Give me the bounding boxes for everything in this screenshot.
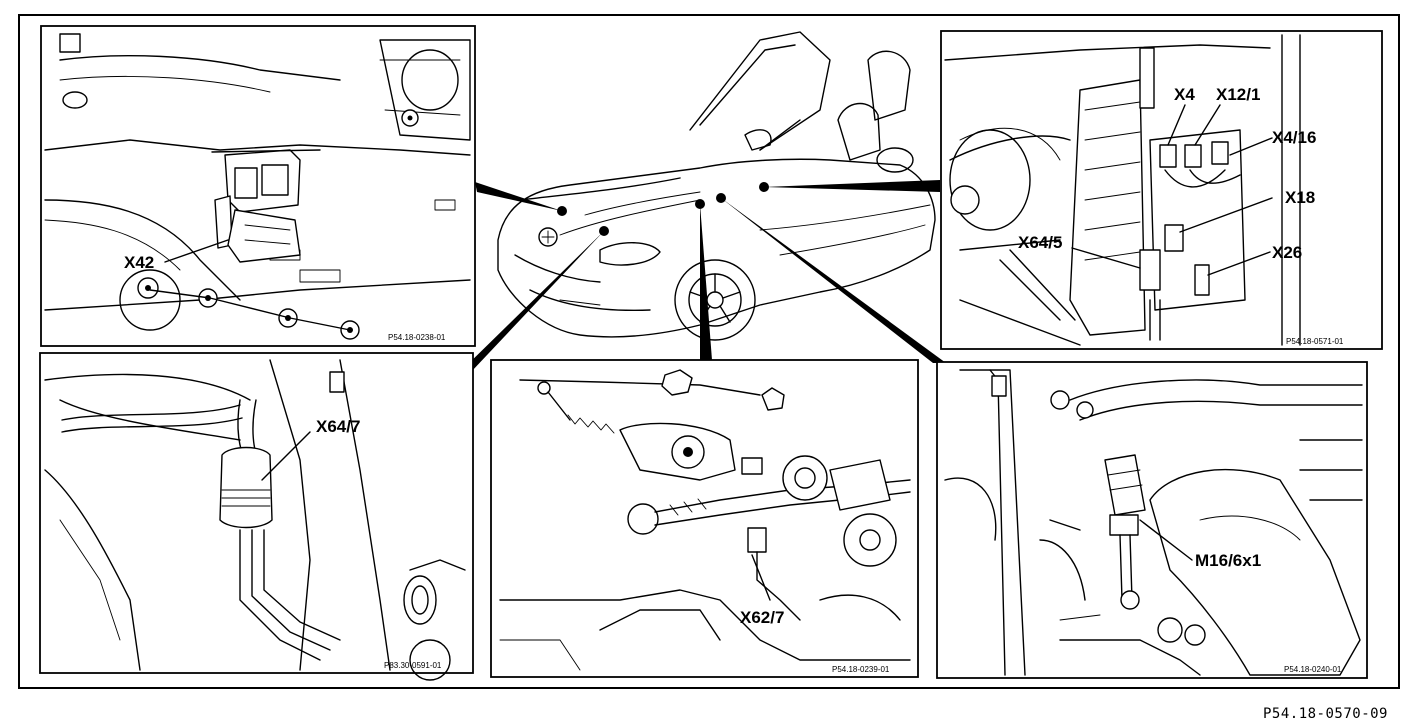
callout-X42: X42: [124, 253, 154, 272]
leader-wedges: [460, 180, 946, 372]
panel-bottom-right: M16/6x1 P54.18-0240-01: [936, 361, 1368, 679]
panel-ref-top-right: P54.18-0571-01: [1286, 337, 1344, 346]
panel-bottom-left: X64/7 P83.30-0591-01: [39, 352, 474, 681]
panel-ref-bottom-right: P54.18-0240-01: [1284, 665, 1342, 674]
panel-top-left: X42 P54.18-0238-01: [40, 25, 476, 347]
leader-bottom-right: [721, 198, 946, 363]
panel-ref-bottom-middle: P54.18-0239-01: [832, 665, 890, 674]
leader-bottom-middle: [700, 204, 712, 360]
panel-bottom-middle: X62/7 P54.18-0239-01: [490, 359, 919, 678]
callout-X18: X18: [1285, 188, 1315, 207]
car-overview-illustration: [497, 31, 936, 341]
callout-X26: X26: [1272, 243, 1302, 262]
callout-X62-7: X62/7: [740, 608, 784, 627]
leader-top-left: [475, 182, 562, 211]
callout-X12-1: X12/1: [1216, 85, 1260, 104]
leader-bottom-left: [460, 231, 604, 372]
panel-top-right: X4 X12/1 X4/16 X18 X64/5 X26 P54.18-0571…: [940, 30, 1383, 350]
callout-M16-6x1: M16/6x1: [1195, 551, 1261, 570]
leader-top-right: [764, 180, 940, 192]
callout-X4: X4: [1174, 85, 1195, 104]
panel-ref-top-left: P54.18-0238-01: [388, 333, 446, 342]
figure-number: P54.18-0570-09: [1262, 706, 1388, 722]
outer-frame: [18, 14, 1400, 689]
callout-X4-16: X4/16: [1272, 128, 1316, 147]
callout-X64-5: X64/5: [1018, 233, 1062, 252]
panel-ref-bottom-left: P83.30-0591-01: [384, 661, 442, 670]
callout-X64-7: X64/7: [316, 417, 360, 436]
